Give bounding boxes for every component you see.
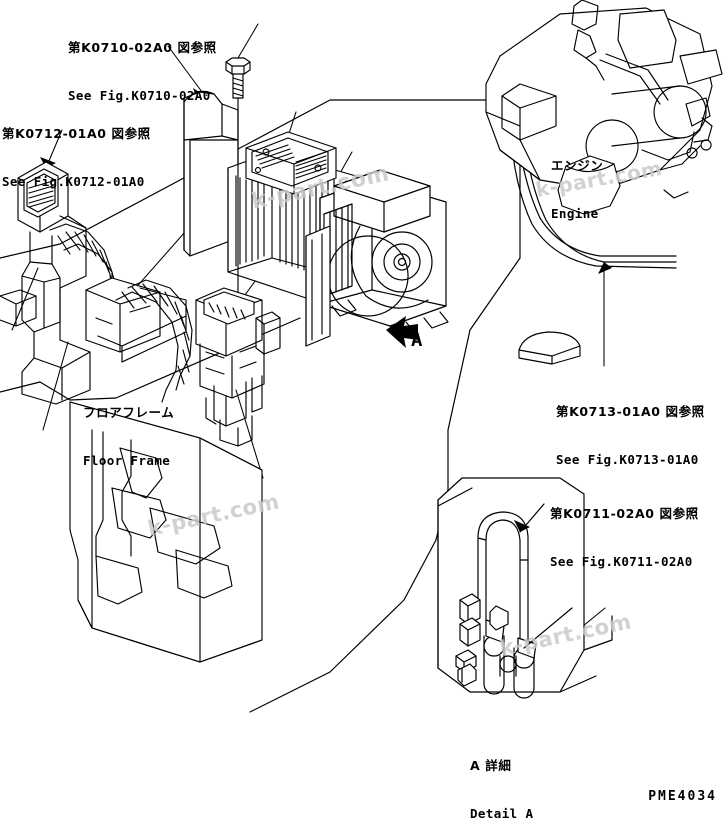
- component-label-engine: エンジン Engine: [551, 124, 603, 255]
- reference-callout-k0710: 第K0710-02A0 図参照 See Fig.K0710-02A0: [68, 6, 217, 137]
- detail-a-arrowhead: [514, 520, 530, 532]
- detail-a-jp: A 詳細: [470, 757, 512, 773]
- hose-grommet-pad: [518, 331, 581, 365]
- component-label-floor-frame: フロアフレーム Floor Frame: [83, 371, 174, 502]
- reference-jp-text: 第K0710-02A0 図参照: [68, 39, 217, 55]
- rear-duct-box: [305, 225, 331, 347]
- reference-en-text: See Fig.K0710-02A0: [68, 87, 211, 103]
- reference-callout-k0711: 第K0711-02A0 図参照 See Fig.K0711-02A0: [550, 472, 699, 603]
- reference-en-text: See Fig.K0712-01A0: [2, 173, 145, 189]
- mounting-bolt: [225, 57, 251, 301]
- reference-callout-k0713: 第K0713-01A0 図参照 See Fig.K0713-01A0: [556, 370, 705, 501]
- view-arrow-a: [386, 316, 418, 348]
- detail-a-inset: [437, 477, 613, 699]
- blower-housing: [319, 169, 449, 337]
- left-lower-hose: [0, 289, 37, 327]
- center-left-duct: [85, 277, 193, 403]
- left-air-vent: [17, 161, 91, 405]
- detail-a-caption: A 詳細 Detail A: [470, 724, 533, 818]
- reference-jp-text: 第K0713-01A0 図参照: [556, 403, 705, 419]
- reference-jp-text: 第K0712-01A0 図参照: [2, 125, 151, 141]
- engine-assembly: [485, 0, 723, 215]
- view-arrow-letter: A: [411, 329, 423, 351]
- control-panel-console: [195, 287, 281, 447]
- engine-label-en: Engine: [551, 205, 599, 221]
- reference-en-text: See Fig.K0713-01A0: [556, 451, 699, 467]
- floor-frame-label-en: Floor Frame: [83, 452, 171, 468]
- reference-callout-k0712: 第K0712-01A0 図参照 See Fig.K0712-01A0: [2, 92, 151, 223]
- heater-unit-box: [183, 90, 239, 257]
- engine-label-jp: エンジン: [551, 157, 604, 173]
- drawing-number: PME4034: [648, 789, 717, 804]
- reference-jp-text: 第K0711-02A0 図参照: [550, 505, 699, 521]
- detail-a-en: Detail A: [470, 805, 534, 818]
- floor-frame-label-jp: フロアフレーム: [83, 404, 175, 420]
- floor-frame-body: [69, 401, 263, 663]
- reference-en-text: See Fig.K0711-02A0: [550, 553, 693, 569]
